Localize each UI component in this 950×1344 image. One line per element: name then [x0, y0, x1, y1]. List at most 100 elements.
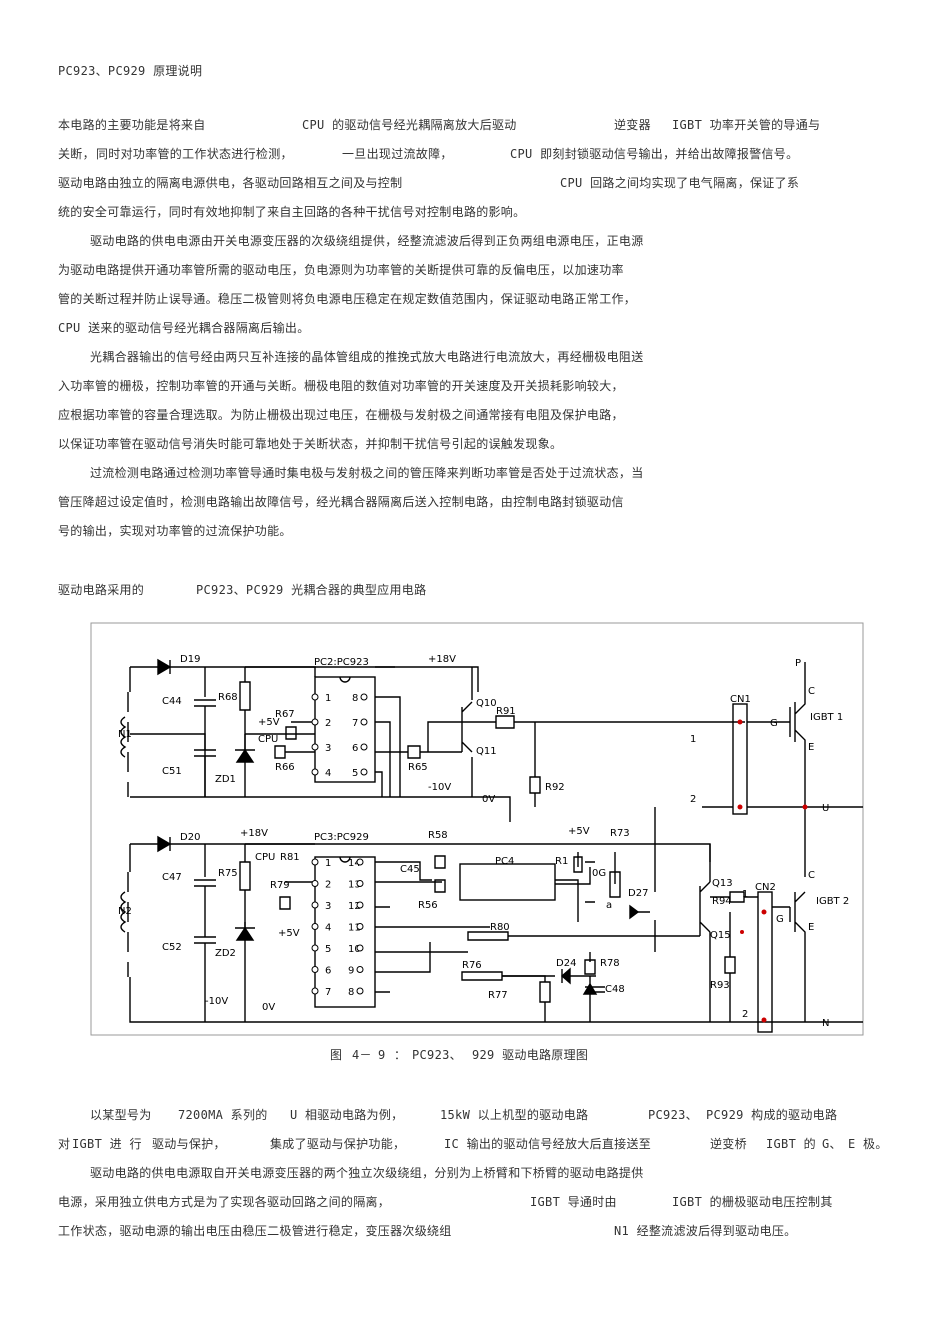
lbl-pc2: PC2:PC923: [314, 657, 369, 668]
lbl-zd1: ZD1: [215, 774, 236, 785]
lbl-e1: E: [808, 742, 814, 753]
lbl-g2: G: [776, 914, 784, 925]
para6-l2c: IGBT 的栅极驱动电压控制其: [672, 1195, 833, 1209]
pc3-pin-13: 13: [348, 880, 361, 891]
lbl-c45: C45: [400, 864, 420, 875]
para1-l2b: 同时对功率管的工作状态进行检测，: [96, 147, 293, 161]
para1-l1b: CPU 的驱动信号经光耦隔离放大后驱动: [302, 118, 517, 132]
para1-l2c: 一旦出现过流故障，: [342, 147, 453, 161]
para1-l1d: IGBT 功率开关管的导通与: [672, 118, 821, 132]
lbl-p18v-top: +18V: [428, 654, 456, 665]
caption-d: ：: [394, 1048, 407, 1062]
pc2-pin-4: 4: [325, 768, 331, 779]
para5-l2f: 逆变桥: [710, 1137, 747, 1151]
para5-l2b: IGBT 进 行: [72, 1137, 142, 1151]
lbl-w2: 2: [690, 794, 696, 805]
para5-l1e: PC923、: [648, 1108, 698, 1122]
para5-l1d: 15kW 以上机型的驱动电路: [440, 1108, 589, 1122]
para5-l2d: 集成了驱动与保护功能，: [270, 1137, 406, 1151]
lbl-r66: R66: [275, 762, 295, 773]
para1-l3a: 驱动电路由独立的隔离电源供电，各驱动回路相互之间及与控制: [58, 176, 403, 190]
para5-l2i: E 极。: [848, 1137, 888, 1151]
pc2-pin-6: 6: [352, 743, 358, 754]
lbl-r1: R1: [555, 856, 568, 867]
para1-l3b: CPU 回路之间均实现了电气隔离，保证了系: [560, 176, 800, 190]
para6-l3b: N1 经整流滤波后得到驱动电压。: [614, 1224, 797, 1238]
para5-l1b: 7200MA 系列的: [178, 1108, 268, 1122]
lbl-r79: R79: [270, 880, 290, 891]
lbl-q11: Q11: [476, 746, 497, 757]
section-title-a: 驱动电路采用的: [58, 583, 145, 597]
para2-l3: 管的关断过程并防止误导通。稳压二极管则将负电源电压稳定在规定数值范围内，保证驱动…: [58, 292, 637, 306]
lbl-n1: N1: [118, 729, 132, 740]
lbl-d27: D27: [628, 888, 648, 899]
pc2-pin-marker-1: [311, 693, 319, 701]
para5-l2e: IC 输出的驱动信号经放大后直接送至: [444, 1137, 652, 1151]
lbl-c2: C: [808, 870, 815, 881]
pc2-pin-8: 8: [352, 693, 358, 704]
para5-l2c: 驱动与保护，: [152, 1137, 226, 1151]
lbl-a: a: [606, 900, 612, 911]
pc2-pin-marker-6: [360, 743, 368, 751]
lbl-r73: R73: [610, 828, 630, 839]
lbl-r58: R58: [428, 830, 448, 841]
lbl-p5v-c: +5V: [568, 826, 590, 837]
pc2-pin-marker-5: [360, 768, 368, 776]
para2-l1: 驱动电路的供电电源由开关电源变压器的次级绕组提供，经整流滤波后得到正负两组电源电…: [90, 234, 644, 248]
para5-l1f: PC929 构成的驱动电路: [706, 1108, 838, 1122]
lbl-r91: R91: [496, 706, 516, 717]
lbl-r93: R93: [710, 980, 730, 991]
pc3-pin-1: 1: [325, 858, 331, 869]
lbl-w4: 2: [742, 1009, 748, 1020]
lbl-q10: Q10: [476, 698, 497, 709]
lbl-n: N: [822, 1018, 829, 1029]
lbl-c44: C44: [162, 696, 182, 707]
para1-l2a: 关断，: [58, 147, 95, 161]
caption-e: PC923、: [412, 1048, 462, 1062]
lbl-r76: R76: [462, 960, 482, 971]
para2-l4: CPU 送来的驱动信号经光耦合器隔离后输出。: [58, 321, 310, 335]
para3-l4: 以保证功率管在驱动信号消失时能可靠地处于关断状态，并抑制干扰信号引起的误触发现象…: [58, 437, 563, 451]
pc3-pin-marker-8: [356, 987, 364, 995]
lbl-0v-top: 0V: [482, 794, 495, 805]
lbl-r81: R81: [280, 852, 300, 863]
circuit-labels: D19 C44 C51 R68 ZD1 N1 PC2:PC923 +18V R6…: [118, 654, 849, 1029]
lbl-zd2: ZD2: [215, 948, 236, 959]
para4-l3: 号的输出，实现对功率管的过流保护功能。: [58, 524, 292, 538]
para5-l1a: 以某型号为: [90, 1108, 152, 1122]
lbl-c52: C52: [162, 942, 182, 953]
para5-l2g: IGBT 的: [766, 1137, 816, 1151]
para4-l1: 过流检测电路通过检测功率管导通时集电极与发射极之间的管压降来判断功率管是否处于过…: [90, 466, 644, 480]
para4-l2: 管压降超过设定值时，检测电路输出故障信号，经光耦合器隔离后送入控制电路，由控制电…: [58, 495, 624, 509]
pc2-pin-3: 3: [325, 743, 331, 754]
pc3-pin-marker-3: [311, 901, 319, 909]
pc3-pin-8: 8: [348, 987, 354, 998]
circuit-diagram: D19 C44 C51 R68 ZD1 N1 PC2:PC923 +18V R6…: [90, 622, 864, 1036]
pc3-pin-5: 5: [325, 944, 331, 955]
lbl-p5v-b: +5V: [278, 928, 300, 939]
pc3-pin-marker-6: [311, 966, 319, 973]
pc2-pin-5: 5: [352, 768, 358, 779]
para1-l4: 统的安全可靠运行，同时有效地抑制了来自主回路的各种干扰信号对控制电路的影响。: [58, 205, 526, 219]
pc3-pin-marker-9: [356, 966, 364, 973]
lbl-igbt1: IGBT 1: [810, 712, 843, 723]
lbl-c48: C48: [605, 984, 625, 995]
pc3-pin-marker-12: [356, 901, 364, 909]
para5-l2h: G、: [822, 1137, 842, 1151]
lbl-p5v-a: +5V: [258, 717, 280, 728]
para3-l3: 应根据功率管的容量合理选取。为防止栅极出现过电压，在栅极与发射极之间通常接有电阻…: [58, 408, 624, 422]
lbl-n10v-bot: -10V: [205, 996, 228, 1007]
lbl-u: U: [822, 803, 829, 814]
pc3-pin-marker-7: [311, 987, 319, 995]
caption-c: 9: [378, 1048, 386, 1062]
pc3-pin-12: 12: [348, 901, 361, 912]
para6-l2b: IGBT 导通时由: [530, 1195, 617, 1209]
lbl-n2: N2: [118, 906, 132, 917]
pc2-pin-7: 7: [352, 718, 358, 729]
pc2-pin-marker-3: [311, 743, 319, 751]
lbl-cn2: CN2: [755, 882, 776, 893]
lbl-pc4: PC4: [495, 856, 514, 867]
para3-l2: 入功率管的栅极，控制功率管的开通与关断。栅极电阻的数值对功率管的开关速度及开关损…: [58, 379, 624, 393]
pc3-pin-marker-13: [356, 880, 364, 887]
